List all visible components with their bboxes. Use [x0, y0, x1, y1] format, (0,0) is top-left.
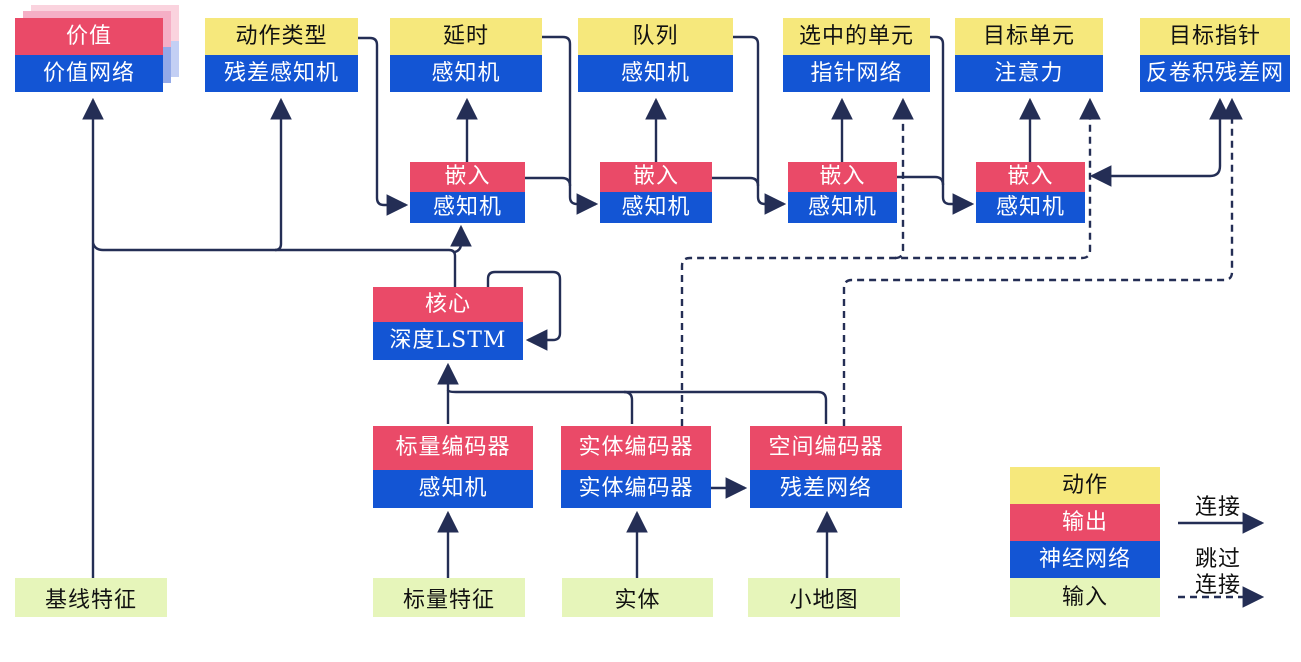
node-scalar-encoder-body: 感知机	[373, 470, 533, 508]
node-core: 核心 深度LSTM	[373, 287, 523, 360]
node-embed-4-body: 感知机	[976, 192, 1085, 223]
node-embed-4-head: 嵌入	[976, 162, 1085, 192]
edge-queue-to-embed3	[733, 35, 787, 215]
node-embed-2-head: 嵌入	[600, 162, 712, 192]
node-queue: 队列 感知机	[578, 18, 733, 92]
legend-solid-label: 连接	[1194, 495, 1241, 520]
legend-color-key: 动作 输出 神经网络 输入	[1010, 467, 1160, 617]
node-action-type-head: 动作类型	[205, 18, 358, 55]
node-target-pointer-head: 目标指针	[1140, 18, 1290, 55]
node-selected-units-body: 指针网络	[783, 55, 930, 92]
skip-connections	[680, 97, 1265, 608]
node-embed-4: 嵌入 感知机	[976, 162, 1085, 223]
node-spatial-encoder: 空间编码器 残差网络	[750, 426, 902, 508]
node-scalar-features: 标量特征	[373, 578, 525, 617]
node-embed-3: 嵌入 感知机	[788, 162, 897, 223]
node-queue-head: 队列	[578, 18, 733, 55]
node-minimap: 小地图	[748, 578, 900, 617]
node-spatial-encoder-body: 残差网络	[750, 470, 902, 508]
node-embed-1-body: 感知机	[410, 192, 525, 223]
node-target-pointer: 目标指针 反卷积残差网	[1140, 18, 1290, 92]
node-action-type: 动作类型 残差感知机	[205, 18, 358, 92]
node-selected-units: 选中的单元 指针网络	[783, 18, 930, 92]
node-scalar-encoder-head: 标量编码器	[373, 426, 533, 470]
edge-core-junction	[91, 242, 457, 287]
edge-embed2-out	[712, 176, 760, 187]
node-scalar-encoder: 标量编码器 感知机	[373, 426, 533, 508]
node-action-type-body: 残差感知机	[205, 55, 358, 92]
node-value-body: 价值网络	[15, 55, 163, 92]
edge-embed1-out	[525, 176, 572, 187]
node-queue-body: 感知机	[578, 55, 733, 92]
edge-merge-horizontal	[446, 389, 828, 424]
node-spatial-encoder-head: 空间编码器	[750, 426, 902, 470]
node-value: 价值 价值网络	[15, 18, 163, 92]
node-delay: 延时 感知机	[390, 18, 542, 92]
node-entity-encoder-head: 实体编码器	[561, 426, 711, 470]
node-delay-body: 感知机	[390, 55, 542, 92]
node-entity-encoder-body: 实体编码器	[561, 470, 711, 508]
node-delay-head: 延时	[390, 18, 542, 55]
legend-network: 神经网络	[1010, 541, 1160, 578]
node-core-head: 核心	[373, 287, 523, 322]
node-value-head: 价值	[15, 18, 163, 55]
node-embed-2: 嵌入 感知机	[600, 162, 712, 223]
edge-junction-to-actiontype	[270, 97, 292, 252]
node-embed-3-body: 感知机	[788, 192, 897, 223]
edge-embed4-targetpointer	[1089, 97, 1231, 187]
node-target-unit-body: 注意力	[955, 55, 1103, 92]
edge-entityenc-up	[623, 390, 634, 424]
node-baseline-features: 基线特征	[15, 578, 167, 617]
legend-dashed-label-line1: 跳过	[1194, 547, 1241, 572]
node-embed-1: 嵌入 感知机	[410, 162, 525, 223]
node-entity-encoder: 实体编码器 实体编码器	[561, 426, 711, 508]
node-entity: 实体	[562, 578, 713, 617]
node-target-unit: 目标单元 注意力	[955, 18, 1103, 92]
legend-output: 输出	[1010, 504, 1160, 541]
node-selected-units-head: 选中的单元	[783, 18, 930, 55]
node-target-unit-head: 目标单元	[955, 18, 1103, 55]
node-embed-2-body: 感知机	[600, 192, 712, 223]
edge-junction-to-embed1	[450, 224, 472, 254]
skip-spatialenc-to-targetpointer	[842, 97, 1243, 426]
node-target-pointer-body: 反卷积残差网	[1140, 55, 1290, 92]
legend-action: 动作	[1010, 467, 1160, 504]
edge-embed3-out	[897, 175, 945, 186]
node-embed-1-head: 嵌入	[410, 162, 525, 192]
legend-dashed-label-line2: 连接	[1194, 573, 1241, 598]
skip-entityenc-to-targetunit	[680, 97, 1101, 426]
legend-input: 输入	[1010, 578, 1160, 617]
node-embed-3-head: 嵌入	[788, 162, 897, 192]
node-core-body: 深度LSTM	[373, 322, 523, 360]
